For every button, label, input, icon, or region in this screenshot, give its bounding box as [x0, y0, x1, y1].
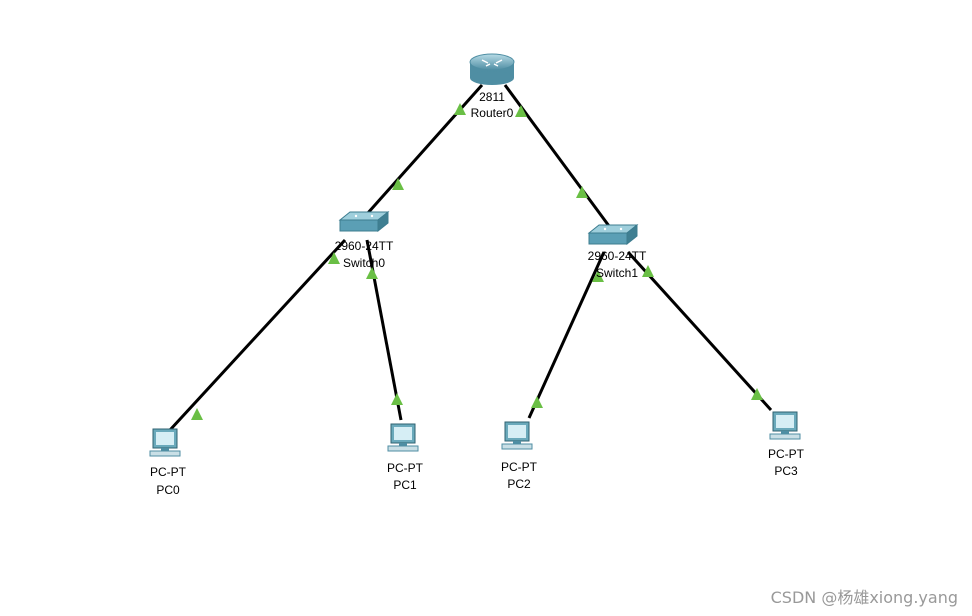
- device-pc2[interactable]: PC-PT PC2: [501, 421, 538, 491]
- device-model: PC-PT: [501, 460, 538, 474]
- port-up-icon: [515, 105, 527, 117]
- pc-icon: [387, 423, 419, 452]
- port-up-icon: [392, 178, 404, 190]
- port-up-icon: [328, 252, 340, 264]
- pc-icon: [501, 421, 533, 450]
- device-name: Switch1: [596, 266, 638, 280]
- device-model: 2960-24TT: [335, 239, 394, 253]
- device-name: PC3: [774, 464, 798, 478]
- port-up-icon: [391, 393, 403, 405]
- port-up-icon: [366, 267, 378, 279]
- device-router0[interactable]: 2811 Router0: [469, 53, 515, 120]
- device-name: PC2: [507, 477, 531, 491]
- pc-icon: [149, 428, 181, 457]
- device-name: Router0: [471, 106, 514, 120]
- port-status-indicators: [191, 103, 763, 420]
- switch-icon: [588, 224, 638, 245]
- port-up-icon: [592, 270, 604, 282]
- port-up-icon: [531, 396, 543, 408]
- device-pc0[interactable]: PC-PT PC0: [149, 428, 187, 497]
- router-icon: [469, 53, 515, 85]
- device-pc3[interactable]: PC-PT PC3: [768, 411, 805, 478]
- device-model: 2960-24TT: [588, 249, 647, 263]
- pc-icon: [769, 411, 801, 440]
- link-router0-switch0[interactable]: [365, 84, 484, 215]
- link-switch1-pc2[interactable]: [527, 251, 606, 419]
- device-name: Switch0: [343, 256, 385, 270]
- links: [168, 84, 773, 432]
- watermark: CSDN @杨雄xiong.yang: [770, 588, 958, 607]
- device-model: PC-PT: [387, 461, 424, 475]
- switch-icon: [339, 211, 389, 232]
- port-up-icon: [576, 186, 588, 198]
- device-model: 2811: [479, 90, 505, 104]
- device-pc1[interactable]: PC-PT PC1: [387, 423, 424, 492]
- device-model: PC-PT: [150, 465, 187, 479]
- device-model: PC-PT: [768, 447, 805, 461]
- device-name: PC1: [393, 478, 417, 492]
- port-up-icon: [642, 265, 654, 277]
- port-up-icon: [454, 103, 466, 115]
- device-switch0[interactable]: 2960-24TT Switch0: [335, 211, 394, 270]
- port-up-icon: [191, 408, 203, 420]
- link-switch0-pc0[interactable]: [168, 238, 347, 432]
- port-up-icon: [751, 388, 763, 400]
- link-switch1-pc3[interactable]: [626, 250, 773, 412]
- device-switch1[interactable]: 2960-24TT Switch1: [588, 224, 647, 280]
- device-name: PC0: [156, 483, 180, 497]
